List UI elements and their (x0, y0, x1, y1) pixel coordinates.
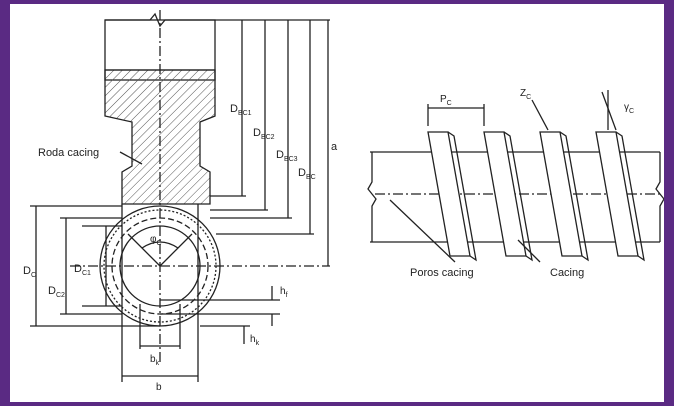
label-cacing: Cacing (550, 267, 584, 279)
labels: Roda cacing DBC1 DBC2 DBC3 DBC a DC DC2 … (23, 88, 634, 393)
leader-roda-cacing (119, 151, 143, 165)
label-roda-cacing: Roda cacing (38, 147, 99, 159)
label-bk: bk (150, 354, 160, 367)
worm-wheel-view (30, 10, 330, 382)
break-line-top (105, 12, 215, 28)
label-hf: hf (280, 286, 288, 299)
thread-4-side (615, 131, 645, 262)
label-dc2: DC2 (48, 285, 65, 299)
leader-zc (531, 99, 549, 131)
label-dc: DC (23, 265, 36, 279)
shaft-break-left (367, 152, 377, 242)
phi-arc (141, 241, 179, 249)
label-dc1: DC1 (74, 263, 91, 277)
thread-3-side (559, 131, 589, 262)
drawing-sheet: Roda cacing DBC1 DBC2 DBC3 DBC a DC DC2 … (10, 4, 664, 402)
label-hk: hk (250, 334, 260, 347)
thread-1-side (447, 131, 477, 262)
leader-poros-cacing (389, 199, 456, 263)
label-dbc: DBC (298, 167, 316, 181)
phi-line-left (127, 233, 161, 267)
label-a: a (331, 141, 338, 153)
shaft-break-right (655, 152, 664, 242)
label-dbc1: DBC1 (230, 103, 252, 117)
worm-threads (427, 131, 645, 262)
worm-shaft-view (367, 90, 664, 263)
thread-2-side (503, 131, 533, 262)
label-gamma: γC (624, 102, 634, 115)
label-pc: PC (440, 94, 452, 107)
label-phi: φC (150, 234, 162, 247)
worm-gear-diagram: Roda cacing DBC1 DBC2 DBC3 DBC a DC DC2 … (23, 10, 664, 393)
leader-cacing (517, 239, 541, 263)
phi-line-right (159, 233, 193, 267)
label-dbc3: DBC3 (276, 149, 298, 163)
label-poros-cacing: Poros cacing (410, 267, 474, 279)
label-b: b (156, 382, 162, 393)
gamma-line-inclined (601, 91, 617, 131)
label-dbc2: DBC2 (253, 127, 275, 141)
label-zc: ZC (520, 88, 531, 101)
